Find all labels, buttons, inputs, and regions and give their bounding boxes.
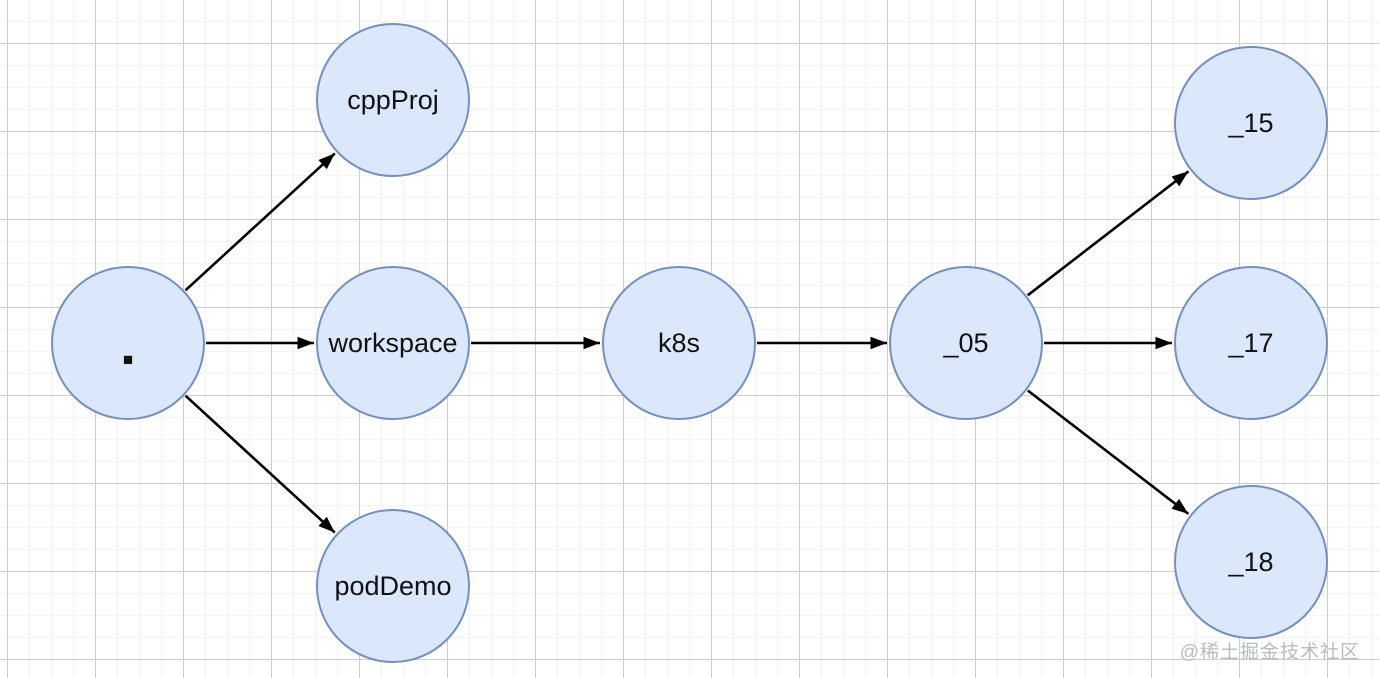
node-_18: _18 — [1174, 485, 1328, 639]
node-label: workspace — [328, 327, 458, 358]
node-label: _18 — [1228, 546, 1274, 577]
node-label: podDemo — [334, 570, 452, 601]
node-workspace: workspace — [316, 266, 470, 420]
edge-root-podDemo — [184, 394, 336, 534]
node-label: k8s — [657, 327, 701, 358]
edge-_05-_15 — [1026, 170, 1190, 297]
node-cppProj: cppProj — [316, 23, 470, 177]
node-root: ■ — [51, 266, 205, 420]
edge-_05-_18 — [1027, 389, 1190, 515]
node-label: _05 — [943, 327, 989, 358]
node-label: ■ — [122, 350, 134, 369]
node-_15: _15 — [1174, 46, 1328, 200]
watermark: @稀土掘金技术社区 — [1179, 642, 1360, 663]
node-k8s: k8s — [602, 266, 756, 420]
node-_17: _17 — [1174, 266, 1328, 420]
node-label: _15 — [1228, 107, 1274, 138]
edge-root-cppProj — [184, 152, 336, 292]
node-label: _17 — [1228, 327, 1274, 358]
node-podDemo: podDemo — [316, 509, 470, 663]
node-label: cppProj — [347, 84, 439, 115]
node-_05: _05 — [889, 266, 1043, 420]
